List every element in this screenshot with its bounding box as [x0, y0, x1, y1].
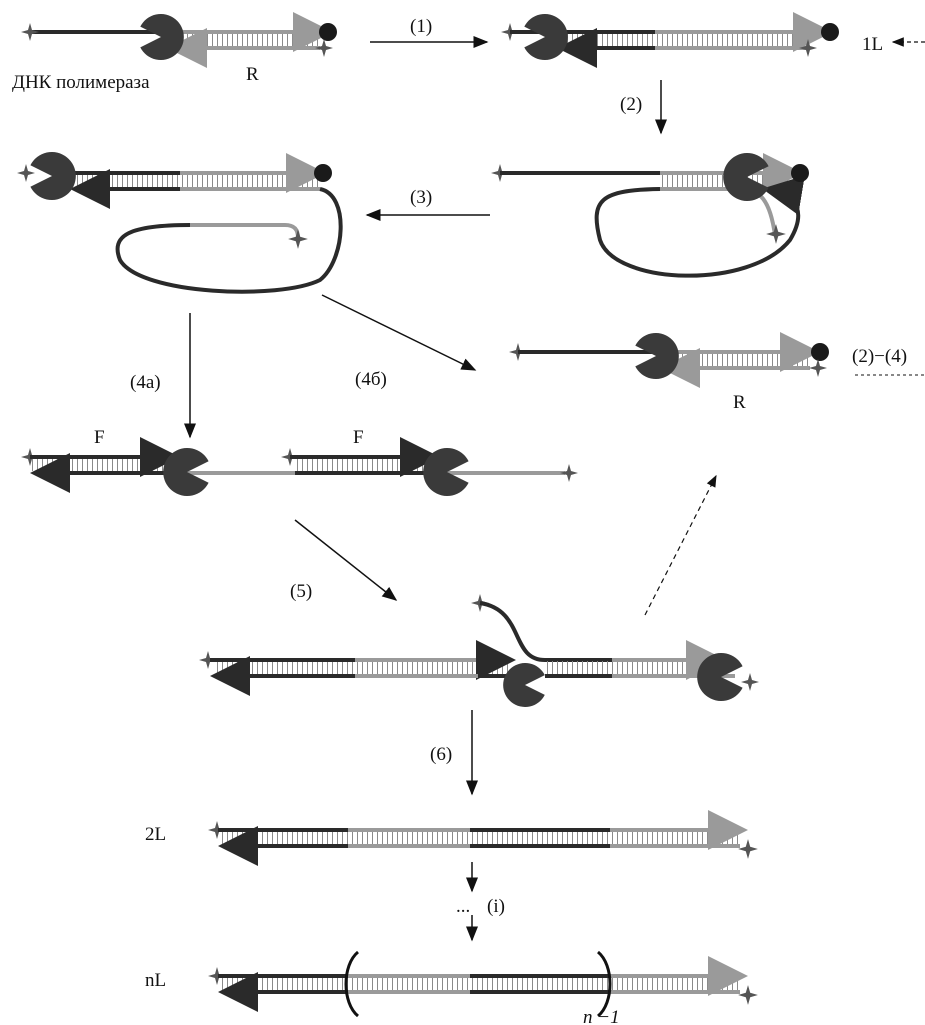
strand-displacement-complex	[491, 153, 809, 278]
circle-icon	[811, 343, 829, 361]
star-icon	[809, 359, 827, 377]
star-icon	[741, 673, 759, 691]
polymerase-icon	[30, 152, 76, 200]
n-l-label: nL	[145, 970, 166, 991]
step-1-label: (1)	[410, 16, 432, 37]
circle-icon	[821, 23, 839, 41]
circle-icon	[791, 164, 809, 182]
one-l-complex	[501, 12, 839, 68]
two-l-duplex	[208, 810, 758, 866]
star-icon	[17, 164, 35, 182]
right-bracket	[596, 950, 612, 1018]
polymerase-label: ДНК полимераза	[12, 72, 150, 93]
polymerase-icon	[635, 333, 679, 379]
dots-label: ...	[456, 896, 470, 917]
step-4a-label: (4a)	[130, 372, 161, 393]
star-icon	[738, 985, 758, 1005]
star-icon	[560, 464, 578, 482]
star-icon	[21, 23, 39, 41]
n-l-duplex	[208, 950, 758, 1018]
one-l-label: 1L	[862, 34, 883, 55]
circle-icon	[314, 164, 332, 182]
star-icon	[766, 224, 786, 244]
polymerase-icon	[140, 14, 184, 60]
r-label-mid: R	[733, 392, 746, 413]
dashed-return-arrow	[644, 474, 717, 616]
step-2-label: (2)	[620, 94, 642, 115]
step-5-label: (5)	[290, 581, 312, 602]
r-label-top: R	[246, 64, 259, 85]
f-label-1: F	[94, 427, 105, 448]
step-arrow-5	[294, 519, 398, 601]
n-minus-1-label: n −1	[583, 1007, 620, 1025]
two-l-label: 2L	[145, 824, 166, 845]
step-3-label: (3)	[410, 187, 432, 208]
f-duplex-pair	[21, 437, 578, 496]
step-arrow-4b	[321, 294, 477, 371]
left-bracket	[344, 950, 360, 1018]
step-i-label: (i)	[487, 896, 505, 917]
circle-icon	[319, 23, 337, 41]
step-4b-label: (4б)	[355, 369, 387, 390]
star-icon	[738, 839, 758, 859]
polymerase-icon	[524, 14, 568, 60]
regenerated-complex	[509, 332, 829, 388]
loop-complex	[17, 152, 343, 294]
branched-duplex	[199, 594, 759, 707]
star-icon	[288, 229, 308, 249]
f-label-2: F	[353, 427, 364, 448]
step-6-label: (6)	[430, 744, 452, 765]
range-2-4-label: (2)−(4)	[852, 346, 907, 367]
initial-complex	[21, 12, 337, 68]
